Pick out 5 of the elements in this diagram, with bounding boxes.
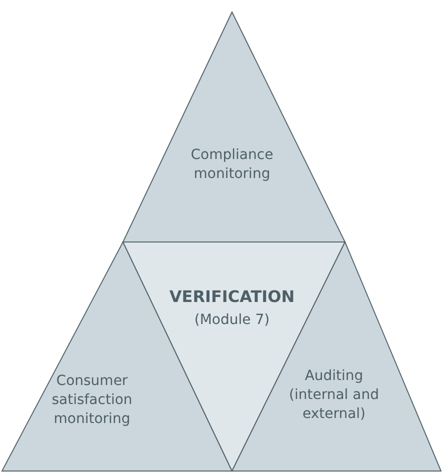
segment-label: Consumer satisfaction monitoring: [50, 372, 134, 429]
heading-text: VERIFICATION: [168, 287, 296, 306]
segment-label: Auditing (internal and external): [288, 367, 380, 424]
segment-label: (Module 7): [193, 311, 271, 330]
segment-label: Compliance monitoring: [190, 146, 274, 184]
